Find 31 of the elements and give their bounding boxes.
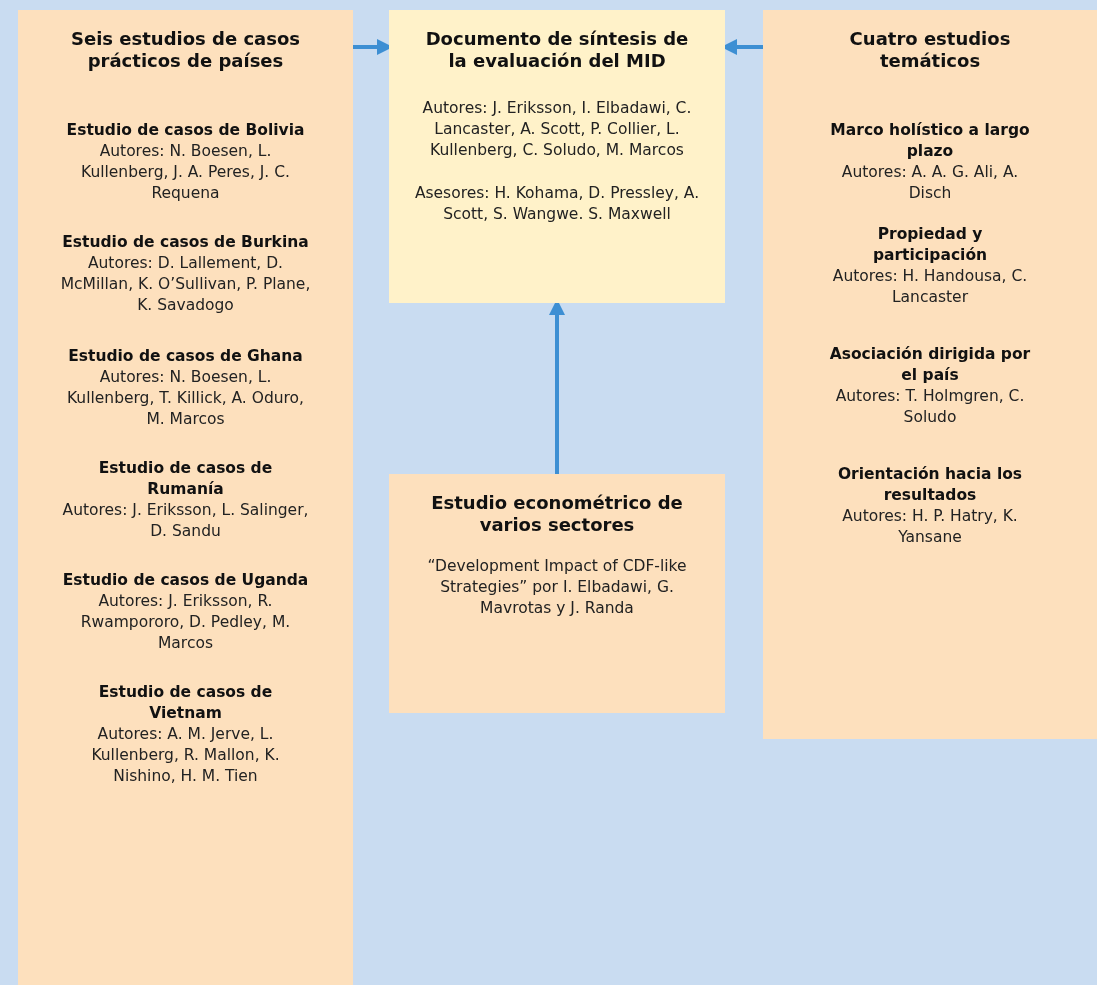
econometric-study-panel [389, 474, 725, 713]
authors-text: Autores: T. Holmgren, C. Soludo [834, 386, 1026, 428]
section-heading: Estudio de casos de Uganda [62, 570, 309, 591]
body-text: “Development Impact of CDF-like Strategies” por I. Elbadawi, G. Mavrotas y J. Randa [426, 556, 688, 619]
section-heading: Estudio de casos de Vietnam [97, 682, 274, 724]
panel-heading: Cuatro estudios temáticos [848, 28, 1012, 72]
body-text: Asesores: H. Kohama, D. Pressley, A. Scott, S. Wangwe. S. Maxwell [413, 183, 701, 225]
authors-text: Autores: H. P. Hatry, K. Yansane [841, 506, 1019, 548]
section-heading: Estudio de casos de Burkina [62, 232, 309, 253]
synthesis-panel [389, 10, 725, 303]
section-heading: Marco holístico a largo plazo [829, 120, 1031, 162]
section-heading: Orientación hacia los resultados [836, 464, 1024, 506]
panel-heading: Documento de síntesis de la evaluación del MID [424, 28, 690, 72]
panel-heading: Estudio econométrico de varios sectores [430, 492, 684, 536]
section-heading: Estudio de casos de Bolivia [66, 120, 305, 141]
panel-heading: Seis estudios de casos prácticos de países [69, 28, 301, 72]
authors-text: Autores: A. M. Jerve, L. Kullenberg, R. Mallon, K. Nishino, H. M. Tien [90, 724, 281, 787]
authors-text: Autores: H. Handousa, C. Lancaster [831, 266, 1029, 308]
authors-text: Autores: N. Boesen, L. Kullenberg, J. A. Peres, J. C. Requena [80, 141, 291, 204]
authors-text: Autores: A. A. G. Ali, A. Disch [840, 162, 1020, 204]
case-studies-panel [18, 10, 353, 985]
section-heading: Estudio de casos de Ghana [68, 346, 303, 367]
authors-text: Autores: N. Boesen, L. Kullenberg, T. Killick, A. Oduro, M. Marcos [65, 367, 306, 430]
thematic-studies-panel [763, 10, 1097, 739]
section-heading: Asociación dirigida por el país [828, 344, 1032, 386]
authors-text: Autores: J. Eriksson, L. Salinger, D. Sandu [61, 500, 310, 542]
authors-text: Autores: D. Lallement, D. McMillan, K. O’Sullivan, P. Plane, K. Savadogo [60, 253, 311, 316]
section-heading: Estudio de casos de Rumanía [97, 458, 274, 500]
body-text: Autores: J. Eriksson, I. Elbadawi, C. Lancaster, A. Scott, P. Collier, L. Kullenberg, C. Soludo, M. Marcos [421, 98, 693, 161]
section-heading: Propiedad y participación [871, 224, 989, 266]
authors-text: Autores: J. Eriksson, R. Rwampororo, D. Pedley, M. Marcos [79, 591, 292, 654]
